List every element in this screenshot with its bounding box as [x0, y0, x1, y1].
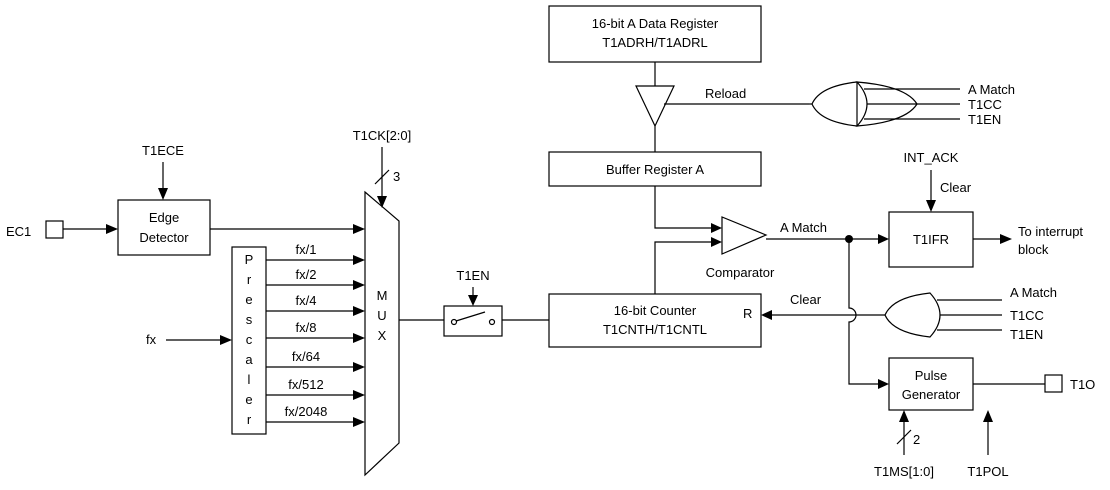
t1o-label: T1O: [1070, 377, 1095, 392]
prescaler-block: P r e s c a l e r: [231, 246, 267, 435]
t1pol-label: T1POL: [967, 464, 1008, 479]
counter-block: 16-bit Counter T1CNTH/T1CNTL R: [548, 293, 762, 348]
int-ack-label: INT_ACK: [904, 150, 959, 165]
or-bottom-input-a-match: A Match: [1010, 285, 1057, 300]
t1en-switch-block: [443, 305, 503, 337]
edge-detector-block: Edge Detector: [117, 199, 211, 256]
prescaler-letter: a: [245, 352, 253, 367]
reload-label: Reload: [705, 86, 746, 101]
a-data-register-block: 16-bit A Data Register T1ADRH/T1ADRL: [548, 5, 762, 63]
clear-top-label: Clear: [940, 180, 972, 195]
edge-detector-line2: Detector: [139, 230, 189, 245]
buffer-register-a-label: Buffer Register A: [606, 162, 704, 177]
or-top-input-t1cc: T1CC: [968, 97, 1002, 112]
to-interrupt-line2: block: [1018, 242, 1049, 257]
prescaler-outputs: fx/1 fx/2 fx/4 fx/8 fx/64 fx/512 fx/2048: [266, 242, 365, 427]
t1en-switch-label: T1EN: [456, 268, 489, 283]
a-match-label: A Match: [780, 220, 827, 235]
clear-counter-label: Clear: [790, 292, 822, 307]
wire-buffer-to-comparator: [654, 186, 711, 229]
prescaler-output-label: fx/64: [292, 349, 320, 364]
pulse-generator-line2: Generator: [902, 387, 961, 402]
mux-block: M U X: [364, 190, 400, 477]
or-gate-clear: [884, 292, 941, 338]
or-bottom-input-t1en: T1EN: [1010, 327, 1043, 342]
or-gate-reload-body: [811, 81, 858, 127]
ec1-pin: [45, 220, 64, 239]
prescaler-output-label: fx/4: [296, 293, 317, 308]
counter-title: 16-bit Counter: [614, 303, 697, 318]
t1ms-label: T1MS[1:0]: [874, 464, 934, 479]
or-bottom-input-t1cc: T1CC: [1010, 308, 1044, 323]
switch-contact-left: [450, 318, 458, 326]
prescaler-output-label: fx/2: [296, 267, 317, 282]
t1ece-label: T1ECE: [142, 143, 184, 158]
prescaler-output-label: fx/8: [296, 320, 317, 335]
mux-trapezoid: [364, 190, 400, 477]
comparator-label: Comparator: [706, 265, 775, 280]
prescaler-letter: P: [245, 252, 254, 267]
wire-counter-to-comparator: [654, 241, 711, 294]
t1ck-bus-slash: [374, 169, 390, 185]
prescaler-letter: c: [246, 332, 253, 347]
prescaler-letter: e: [245, 292, 252, 307]
a-data-register-name: T1ADRH/T1ADRL: [602, 35, 707, 50]
counter-name: T1CNTH/T1CNTL: [603, 322, 707, 337]
switch-lever: [455, 311, 486, 322]
ec1-label: EC1: [6, 224, 31, 239]
or-top-input-t1en: T1EN: [968, 112, 1001, 127]
t1ms-bus-slash: [896, 429, 912, 445]
switch-contact-right: [488, 318, 496, 326]
prescaler-letter: l: [248, 372, 251, 387]
mux-letter: M: [377, 288, 388, 303]
reload-buffer-triangle: [635, 85, 675, 128]
buffer-register-a-block: Buffer Register A: [548, 151, 762, 187]
t1ifr-block: T1IFR: [888, 211, 974, 268]
wire-a-match-to-pulse: [848, 239, 878, 385]
a-data-register-title: 16-bit A Data Register: [592, 16, 719, 31]
prescaler-letter: s: [246, 312, 253, 327]
t1ms-width: 2: [913, 432, 920, 447]
mux-letter: X: [378, 328, 387, 343]
pulse-generator-line1: Pulse: [915, 368, 948, 383]
to-interrupt-line1: To interrupt: [1018, 224, 1083, 239]
prescaler-output-label: fx/2048: [285, 404, 328, 419]
pulse-generator-block: Pulse Generator: [888, 357, 974, 411]
mux-letter: U: [377, 308, 386, 323]
fx-label: fx: [146, 332, 157, 347]
t1ck-width: 3: [393, 169, 400, 184]
t1o-pin: [1044, 374, 1063, 393]
t1ifr-label: T1IFR: [913, 232, 949, 247]
edge-detector-line1: Edge: [149, 210, 179, 225]
comparator-triangle: [721, 216, 768, 255]
or-top-input-a-match: A Match: [968, 82, 1015, 97]
counter-reset-pin: R: [743, 306, 752, 321]
t1ck-label: T1CK[2:0]: [353, 128, 412, 143]
prescaler-letter: r: [247, 412, 252, 427]
prescaler-output-label: fx/1: [296, 242, 317, 257]
prescaler-letter: r: [247, 272, 252, 287]
prescaler-letter: e: [245, 392, 252, 407]
prescaler-output-label: fx/512: [288, 377, 323, 392]
